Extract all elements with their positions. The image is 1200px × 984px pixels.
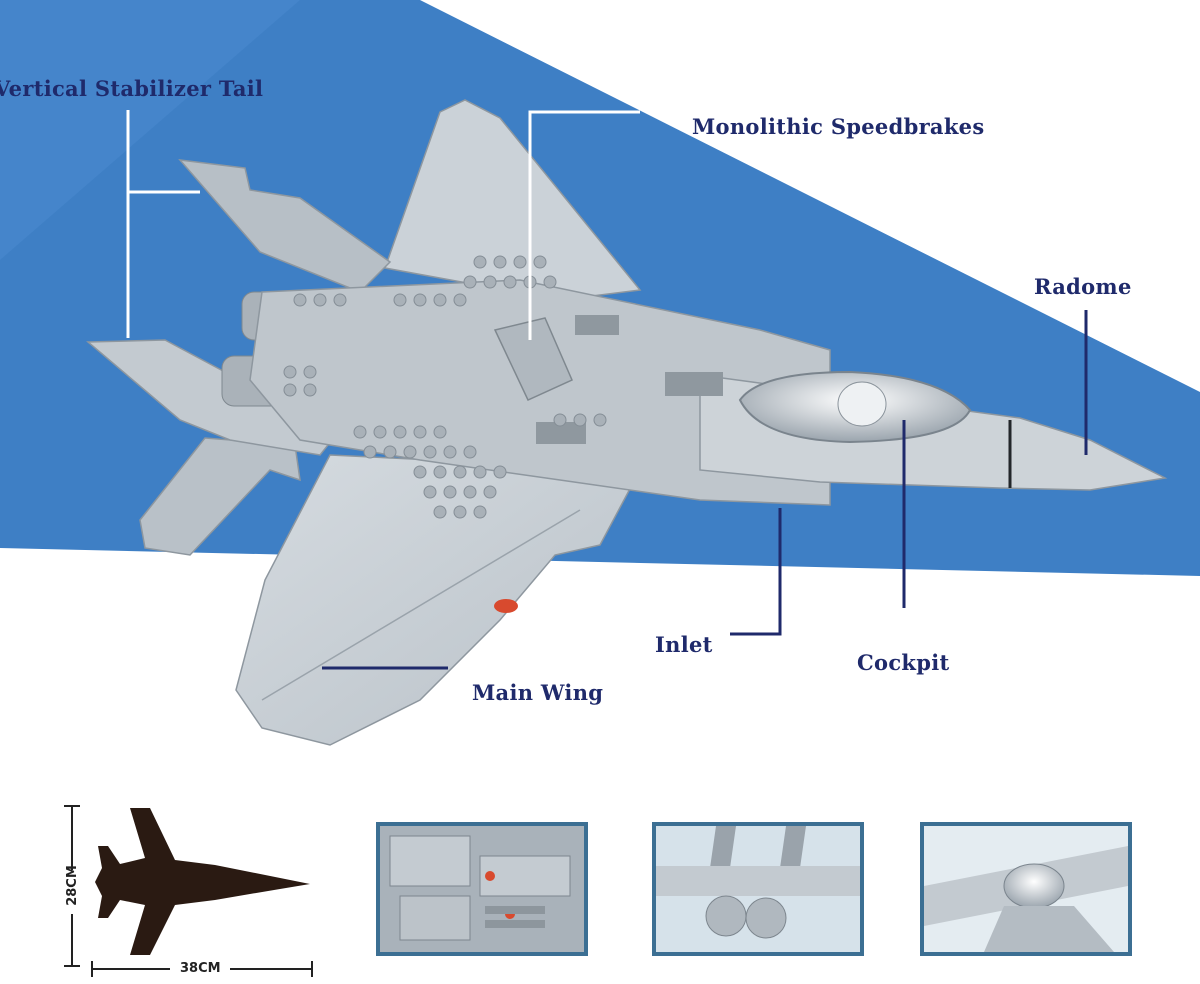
width-dimension-label: 38CM	[180, 961, 221, 976]
height-dimension-label: 28CM	[64, 865, 80, 906]
blue-backdrop-shade	[0, 0, 300, 260]
silhouette-icon	[95, 808, 310, 955]
leader-line-inlet	[730, 508, 782, 636]
thumbnail-cockpit-detail	[920, 822, 1132, 956]
label-main-wing: Main Wing	[472, 680, 604, 705]
label-speedbrakes: Monolithic Speedbrakes	[692, 114, 985, 139]
thumbnail-tail-detail	[652, 822, 864, 956]
thumbnail-engine-detail	[376, 822, 588, 956]
label-inlet: Inlet	[655, 632, 713, 657]
label-radome: Radome	[1034, 274, 1132, 299]
leader-line-speedbrakes	[528, 110, 640, 340]
label-vertical-stabilizer: Vertical Stabilizer Tail	[0, 76, 264, 101]
label-cockpit: Cockpit	[857, 650, 950, 675]
aircraft-model	[86, 99, 1168, 746]
